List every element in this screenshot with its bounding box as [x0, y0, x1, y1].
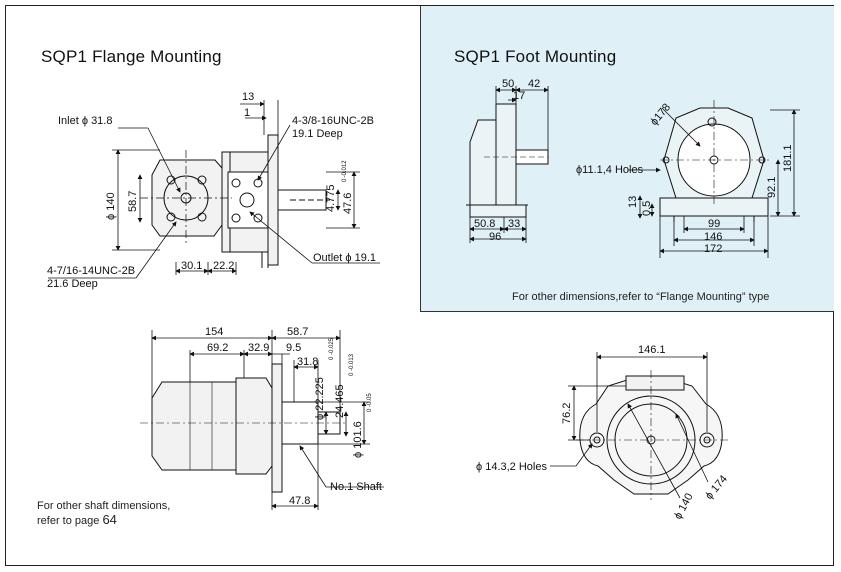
dim-30-1-label: 30.1 [181, 260, 202, 272]
shaft-note-line2: refer to page 64 [37, 513, 117, 528]
side-view-texts: 154 58.7 69.2 32.9 9.5 31.8 ϕ 22.225 0 -… [205, 326, 382, 507]
dim-42-label: 42 [528, 78, 540, 90]
shaft-note-text: refer to page [37, 515, 100, 527]
dia-140-label: ϕ 140 [105, 192, 117, 220]
dim-154-label: 154 [205, 326, 223, 338]
thread-top-label-2: 19.1 Deep [292, 128, 343, 140]
dim-13-label: 13 [242, 91, 254, 103]
foot-side-flange [495, 103, 517, 217]
dim-76-2-label: 76.2 [561, 403, 573, 424]
foot-mounting-note: For other dimensions,refer to “Flange Mo… [512, 291, 770, 303]
dim-50-8-label: 50.8 [474, 218, 495, 230]
dim-0-5-label: 0.5 [641, 201, 653, 216]
foot-front-dims [628, 107, 800, 258]
flange-mounting-view [140, 134, 330, 268]
side-mounting-flange [271, 363, 283, 493]
tol-101-6-label: 0 -0.05 [367, 393, 373, 412]
foot-mounting-title: SQP1 Foot Mounting [454, 47, 617, 66]
side-rear-body [151, 381, 237, 471]
tol-24-465-label: 0 -0.013 [349, 353, 355, 376]
outlet-bolt-hole [231, 213, 241, 223]
outlet-bolt-hole [253, 213, 263, 223]
dim-92-1-label: 92.1 [766, 177, 778, 198]
foot-side-dims [469, 86, 549, 243]
outlet-label: Outlet ϕ 19.1 [313, 252, 376, 264]
dim-181-1-label: 181.1 [782, 144, 794, 172]
foot-side-texts: 50 42 17 50.8 33 96 [474, 78, 540, 243]
foot-dim-13-label: 13 [627, 196, 639, 208]
foot-holes-label: ϕ11.1,4 Holes [576, 164, 644, 176]
foot-front-texts: ϕ178 ϕ11.1,4 Holes 13 0.5 99 146 172 92.… [576, 101, 794, 255]
side-view-dims [151, 330, 384, 510]
dim-33-label: 33 [508, 218, 520, 230]
foot-side-view [466, 103, 549, 218]
dim-31-8-label: 31.8 [297, 356, 318, 368]
dim-146-label: 146 [704, 231, 722, 243]
inlet-bolt-hole [166, 175, 176, 185]
dim-4-775-label: 4.775 [325, 184, 337, 212]
dim-172-label: 172 [704, 243, 722, 255]
end-holes-label: ϕ 14.3,2 Holes [476, 461, 547, 473]
dim-32-9-label: 32.9 [248, 342, 269, 354]
thread-bottom-label-2: 21.6 Deep [47, 278, 98, 290]
foot-base [469, 204, 527, 218]
dim-99-label: 99 [708, 218, 720, 230]
end-dia-174-label: ϕ 174 [703, 473, 730, 502]
shaft-label: No.1 Shaft [330, 481, 382, 493]
dim-1-label: 1 [244, 107, 250, 119]
foot-bolt-hole [707, 117, 717, 127]
inlet-bolt-hole [166, 212, 176, 222]
dim-58-7-label: 58.7 [127, 191, 139, 212]
flange-mounting-title: SQP1 Flange Mounting [41, 47, 222, 66]
end-top-boss [625, 375, 685, 391]
dim-9-5-label: 9.5 [286, 342, 301, 354]
end-view-dims [550, 352, 709, 499]
side-dim-58-7-label: 58.7 [287, 326, 308, 338]
thread-bottom-label-1: 4-7/16-14UNC-2B [47, 265, 135, 277]
dia-101-6-label: ϕ 101.6 [352, 421, 364, 458]
end-dia-140-label: ϕ 140 [672, 491, 696, 521]
foot-front-view [659, 100, 770, 222]
side-front-body [235, 377, 273, 475]
inlet-bolt-hole [197, 175, 207, 185]
dim-50-label: 50 [502, 78, 514, 90]
dim-22-2-label: 22.2 [213, 260, 234, 272]
dim-146-1-label: 146.1 [638, 344, 666, 356]
flange-dimension-lines [48, 100, 380, 279]
thread-top-label-1: 4-3/8-16UNC-2B [292, 115, 374, 127]
shaft-note-line1: For other shaft dimensions, [37, 500, 171, 512]
dim-47-8-label: 47.8 [289, 495, 310, 507]
dim-17-label: 17 [513, 90, 525, 102]
dim-69-2-label: 69.2 [207, 342, 228, 354]
dim-24-465-label: 24.465 [334, 384, 346, 418]
end-view [576, 370, 728, 500]
outlet-port-circle [239, 192, 255, 208]
outlet-bolt-hole [231, 178, 241, 188]
shaft-note-page: 64 [102, 512, 117, 527]
dim-96-label: 96 [489, 231, 501, 243]
inlet-label: Inlet ϕ 31.8 [58, 115, 112, 127]
tol-4-775-label: 0 -0.012 [342, 160, 348, 182]
flange-dimension-texts: Inlet ϕ 31.8 13 1 4-3/8-16UNC-2B 19.1 De… [47, 91, 376, 290]
dia-22-225-label: ϕ 22.225 [314, 377, 326, 420]
tol-22-225-label: 0 -0.025 [329, 337, 335, 360]
dia-178-label: ϕ178 [648, 101, 673, 127]
dim-47-6-label: 47.6 [342, 193, 354, 214]
inlet-bolt-hole [197, 212, 207, 222]
side-view [140, 363, 348, 493]
